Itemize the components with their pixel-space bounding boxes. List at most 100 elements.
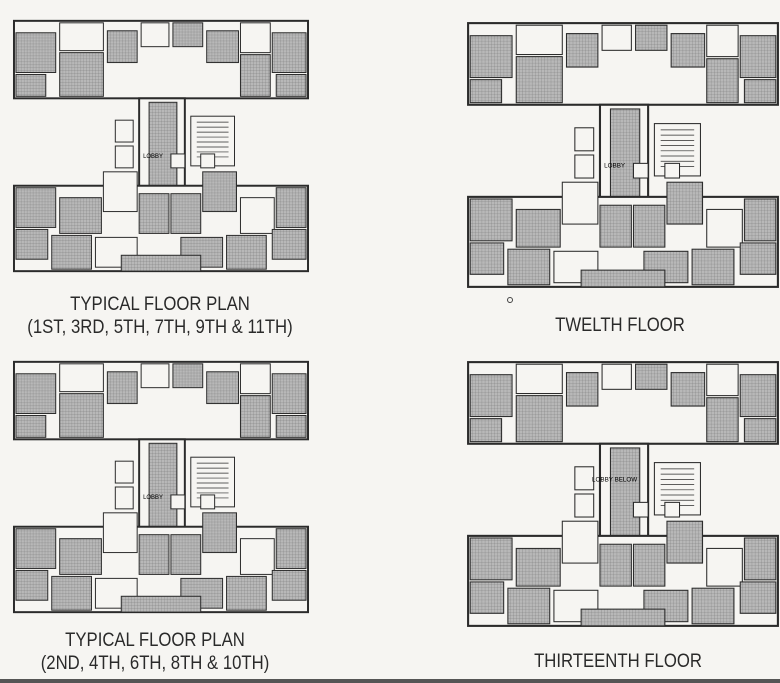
room (553, 250, 599, 284)
room (561, 520, 599, 564)
room (138, 534, 170, 575)
duct (664, 501, 681, 518)
room (666, 181, 704, 225)
lobby-below-label: LOBBY BELOW (592, 476, 637, 483)
lift (574, 154, 595, 179)
caption-title: THIRTEENTH FLOOR (534, 651, 702, 672)
duct (170, 494, 186, 510)
room (59, 538, 102, 575)
duct (170, 153, 186, 169)
room (140, 22, 170, 48)
room (469, 537, 513, 581)
lobby (609, 447, 641, 541)
room (469, 581, 505, 614)
room (271, 228, 307, 260)
balcony (469, 79, 503, 104)
room (106, 30, 138, 64)
room (515, 395, 563, 443)
room (106, 371, 138, 405)
room (271, 569, 307, 601)
lift (114, 486, 134, 510)
room (469, 374, 513, 418)
lift (114, 119, 134, 143)
room (59, 22, 104, 52)
terrace (120, 254, 202, 272)
room (59, 52, 104, 97)
room (691, 248, 735, 286)
room (226, 575, 267, 611)
room (515, 208, 561, 248)
duct (200, 494, 216, 510)
balcony (469, 418, 503, 443)
room (706, 363, 739, 397)
caption-typical-odd: TYPICAL FLOOR PLAN (1ST, 3RD, 5TH, 7TH, … (19, 293, 301, 339)
floor-plan-typical-even: LOBBY (12, 360, 310, 614)
terrace (120, 595, 202, 613)
room (59, 197, 102, 234)
room (507, 587, 551, 625)
room (51, 575, 92, 611)
room (170, 534, 202, 575)
room (743, 537, 777, 581)
room (275, 528, 307, 569)
lift (114, 460, 134, 484)
room (138, 193, 170, 234)
room (51, 234, 92, 270)
caption-title: TYPICAL FLOOR PLAN (65, 630, 245, 651)
caption-title: TYPICAL FLOOR PLAN (70, 294, 250, 315)
room (140, 363, 170, 389)
room (15, 32, 57, 73)
room (469, 242, 505, 275)
room (271, 32, 307, 73)
lobby-label: LOBBY (143, 495, 163, 501)
duct (200, 153, 216, 169)
room (601, 24, 632, 51)
room (599, 543, 632, 587)
room (15, 187, 57, 228)
room (239, 363, 271, 395)
balcony (275, 414, 307, 438)
duct (664, 162, 681, 179)
room (515, 24, 563, 56)
caption-floors: (1ST, 3RD, 5TH, 7TH, 9TH & 11TH) (27, 317, 293, 338)
room (515, 363, 563, 395)
room (202, 171, 237, 213)
room (743, 198, 777, 242)
room (515, 56, 563, 104)
caption-floors: (2ND, 4TH, 6TH, 8TH & 10TH) (40, 653, 270, 674)
room (15, 228, 49, 260)
lift (574, 127, 595, 152)
room (739, 374, 777, 418)
room (706, 24, 739, 58)
terrace (580, 269, 666, 288)
room (599, 204, 632, 248)
room (239, 538, 275, 575)
floor-plan-thirteenth: LOBBY BELOW (467, 361, 779, 627)
page-edge (0, 679, 780, 683)
lobby (148, 442, 178, 532)
balcony (743, 418, 777, 443)
room (469, 198, 513, 242)
room (561, 181, 599, 225)
room (15, 528, 57, 569)
room (102, 512, 138, 554)
lift (574, 466, 595, 491)
room (691, 587, 735, 625)
lobby-label: LOBBY (604, 163, 626, 170)
room (239, 197, 275, 234)
room (15, 373, 57, 414)
room (206, 371, 239, 405)
room (670, 33, 706, 68)
caption-title: TWELTH FLOOR (555, 315, 685, 336)
balcony (275, 73, 307, 97)
room (59, 363, 104, 393)
caption-thirteenth: THIRTEENTH FLOOR (477, 650, 759, 673)
scan-mark (507, 297, 513, 303)
balcony (15, 414, 47, 438)
room (172, 363, 204, 389)
balcony (15, 73, 47, 97)
room (670, 372, 706, 407)
lift (114, 145, 134, 169)
staircase (190, 115, 236, 167)
room (632, 204, 666, 248)
